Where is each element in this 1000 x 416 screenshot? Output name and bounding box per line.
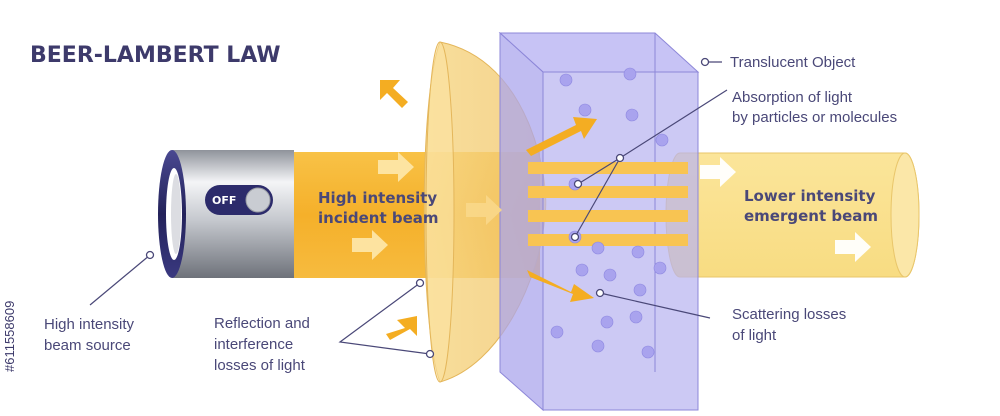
leader-lines [89,57,728,359]
particle [603,268,617,282]
watermark-id: #611558609 [2,301,17,372]
beam-arrows [352,152,871,262]
emergent-beam-label-line1: Lower intensity [744,187,876,205]
particle [578,103,592,117]
diagram-title: BEER-LAMBERT LAW [30,43,281,68]
particle [655,133,669,147]
incident-beam-label-line2: incident beam [318,209,439,227]
switch-label: OFF [212,194,236,207]
power-switch[interactable]: OFF [205,185,273,215]
particle [641,345,655,359]
particle [575,263,589,277]
particle [631,245,645,259]
absorption-label-line1: Absorption of light [732,89,853,106]
particle [600,315,614,329]
absorption-label-line2: by particles or molecules [732,109,897,126]
reflection-label-line2: interference [214,336,293,353]
particle [591,339,605,353]
reflection-label-line1: Reflection and [214,315,310,332]
reflected-arrows [380,80,417,340]
particle [550,325,564,339]
scattering-label-line2: of light [732,327,777,344]
transmitted-rays [528,162,688,246]
reflection-label-line3: losses of light [214,357,306,374]
particle [625,108,639,122]
translucent-object-label: Translucent Object [730,54,856,71]
emergent-beam-label-line2: emergent beam [744,207,878,225]
particle [629,310,643,324]
source-label-line1: High intensity [44,316,135,333]
particle [633,283,647,297]
source-label-line2: beam source [44,337,131,354]
incident-beam-label-line1: High intensity [318,189,437,207]
scattered-rays [526,117,597,302]
particle [653,261,667,275]
particle [559,73,573,87]
particle [591,241,605,255]
particle [623,67,637,81]
scattering-label-line1: Scattering losses [732,306,846,323]
flashlight: OFF [158,150,294,278]
